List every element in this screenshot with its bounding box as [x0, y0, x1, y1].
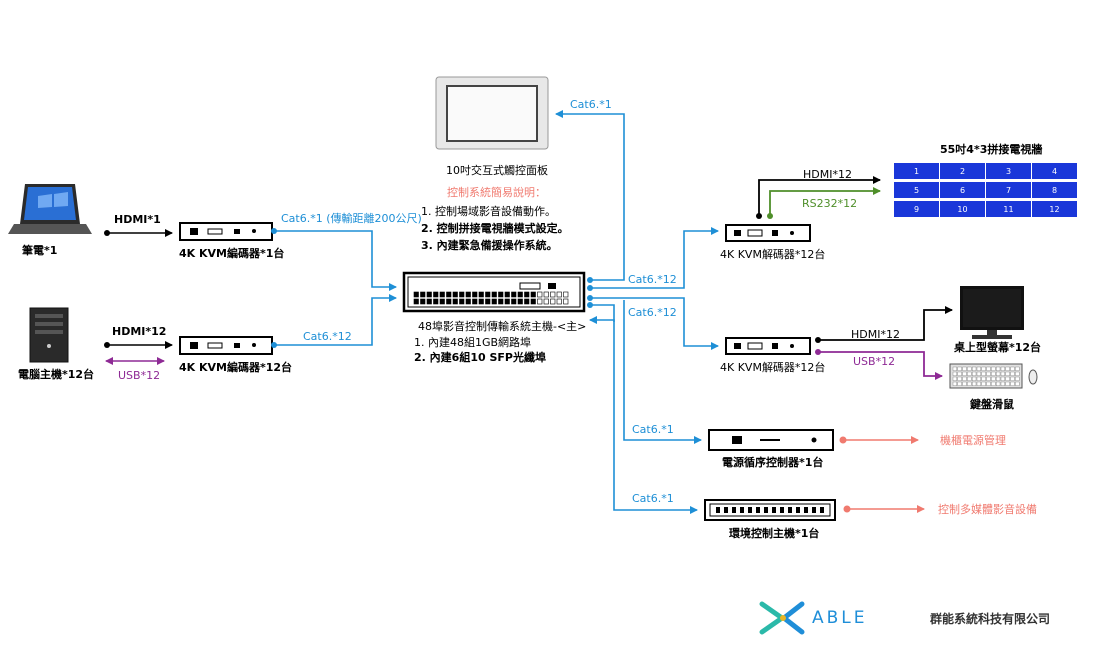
monitor-icon	[960, 286, 1024, 339]
brand-logo-text: ABLE	[812, 608, 868, 628]
encoder2-cat6-line	[271, 294, 397, 348]
power-seq-label: 電源循序控制器*1台	[722, 456, 824, 469]
wall-rs232-label: RS232*12	[802, 197, 858, 210]
decoder-2-icon	[725, 337, 811, 355]
encoder-2-icon	[179, 336, 273, 355]
pc-usb-label: USB*12	[118, 369, 161, 382]
panel-cat6-line	[555, 110, 625, 283]
env-link-label: Cat6.*1	[632, 492, 674, 505]
encoder1-label: 4K KVM編碼器*1台	[179, 247, 285, 260]
power-seq-cat6-line	[587, 300, 702, 514]
pc-tower-icon	[29, 307, 69, 363]
power-output-line	[839, 436, 919, 444]
video-wall-cell: 5	[894, 182, 940, 199]
video-wall-cell: 8	[1032, 182, 1078, 199]
video-wall-cell: 4	[1032, 163, 1078, 180]
wall-hdmi-label: HDMI*12	[803, 168, 852, 181]
main-unit-icon	[402, 271, 586, 313]
brand-logo-icon	[759, 601, 805, 635]
decoder1-link-label: Cat6.*12	[628, 273, 677, 286]
power-seq-link-label: Cat6.*1	[632, 423, 674, 436]
decoder2-link-label: Cat6.*12	[628, 306, 677, 319]
video-wall-cell: 1	[894, 163, 940, 180]
pc-hdmi-line	[104, 341, 173, 349]
encoder-1-icon	[179, 222, 273, 241]
pc-label: 電腦主機*12台	[18, 368, 95, 381]
video-wall-cell: 7	[986, 182, 1032, 199]
panel-desc-item: 2. 控制拼接電視牆模式設定。	[421, 222, 569, 235]
decoder2-label: 4K KVM解碼器*12台	[720, 361, 826, 374]
laptop-link-label: HDMI*1	[114, 213, 161, 226]
decoder1-cat6-line	[587, 227, 719, 291]
encoder1-link-label: Cat6.*1 (傳輸距離200公尺)	[281, 212, 422, 225]
keyboard-usb-label: USB*12	[853, 355, 896, 368]
decoder1-label: 4K KVM解碼器*12台	[720, 248, 826, 261]
panel-desc-item: 1. 控制場域影音設備動作。	[421, 205, 556, 218]
keyboard-label: 鍵盤滑鼠	[970, 398, 1014, 411]
panel-link-label: Cat6.*1	[570, 98, 612, 111]
env-output-line	[843, 505, 925, 513]
monitor-label: 桌上型螢幕*12台	[954, 341, 1042, 354]
main-unit-label: 48埠影音控制傳輸系統主機-<主>	[418, 320, 587, 333]
video-wall-cell: 12	[1032, 201, 1078, 218]
encoder1-cat6-line	[271, 228, 397, 291]
monitor-hdmi-label: HDMI*12	[851, 328, 900, 341]
encoder2-label: 4K KVM編碼器*12台	[179, 361, 293, 374]
panel-label: 10吋交互式觸控面板	[446, 164, 548, 177]
env-label: 環境控制主機*1台	[729, 527, 820, 540]
company-name: 群能系統科技有限公司	[930, 612, 1051, 626]
decoder2-cat6-line	[587, 295, 719, 350]
laptop-label: 筆電*1	[22, 244, 58, 257]
env-output-label: 控制多媒體影音設備	[938, 503, 1037, 516]
encoder2-link-label: Cat6.*12	[303, 330, 352, 343]
panel-desc-title: 控制系統簡易說明：	[447, 186, 546, 199]
video-wall-cell: 3	[986, 163, 1032, 180]
pc-hdmi-label: HDMI*12	[112, 325, 167, 338]
decoder-1-icon	[725, 224, 811, 242]
laptop-hdmi-line	[104, 229, 173, 237]
environment-controller-icon	[704, 499, 836, 521]
main-unit-feature: 1. 內建48組1GB網路埠	[414, 336, 532, 349]
panel-desc-item: 3. 內建緊急備援操作系統。	[421, 239, 558, 252]
keyboard-mouse-icon	[949, 363, 1038, 389]
video-wall-cell: 6	[940, 182, 986, 199]
monitor-hdmi-line	[815, 306, 953, 343]
main-unit-feature: 2. 內建6組10 SFP光纖埠	[414, 351, 546, 364]
laptop-icon	[8, 184, 92, 234]
video-wall-cell: 11	[986, 201, 1032, 218]
power-sequencer-icon	[708, 429, 834, 451]
power-output-label: 機櫃電源管理	[940, 434, 1006, 447]
video-wall-cell: 2	[940, 163, 986, 180]
video-wall-cell: 9	[894, 201, 940, 218]
wall-rs232-line	[767, 187, 881, 219]
keyboard-usb-line	[815, 349, 943, 380]
touch-panel-icon	[435, 76, 549, 150]
video-wall-cell: 10	[940, 201, 986, 218]
video-wall-title: 55吋4*3拼接電視牆	[940, 143, 1043, 156]
wall-hdmi-line	[756, 176, 881, 219]
